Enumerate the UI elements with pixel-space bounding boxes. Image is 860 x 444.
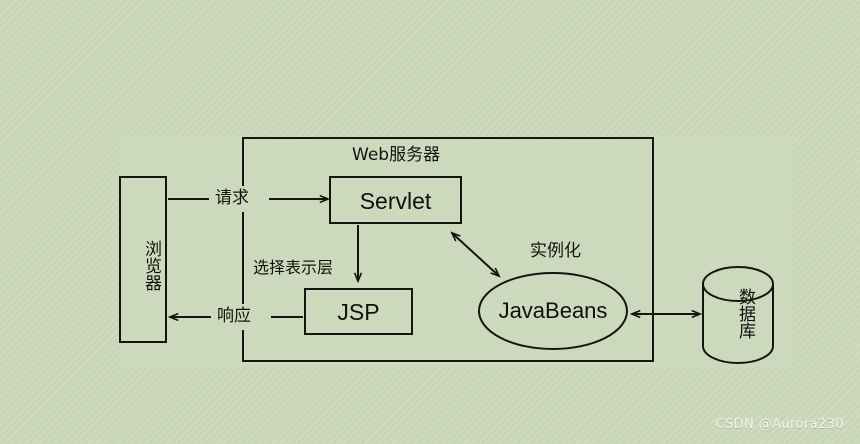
- browser-box[interactable]: [119, 176, 167, 343]
- database-cylinder[interactable]: [702, 266, 774, 364]
- servlet-label: Servlet: [359, 188, 432, 214]
- webserver-title: Web服务器: [352, 145, 441, 165]
- request-label-backdrop: [209, 186, 269, 212]
- javabeans-label: JavaBeans: [498, 298, 608, 323]
- response-label: 响应: [217, 306, 251, 326]
- webserver-container-outline: [242, 137, 654, 362]
- browser-label: 浏览器: [141, 240, 161, 291]
- request-label: 请求: [215, 188, 249, 208]
- servlet-box[interactable]: [329, 176, 462, 224]
- instantiate-label: 实例化: [530, 241, 581, 261]
- response-label-backdrop: [211, 304, 271, 330]
- jsp-box[interactable]: [304, 288, 413, 335]
- database-label: 数据库: [735, 288, 755, 339]
- watermark: CSDN @Aurora230: [715, 417, 844, 432]
- instantiate-arrow: [452, 233, 499, 276]
- jsp-label: JSP: [337, 299, 380, 325]
- select-view-label: 选择表示层: [253, 258, 334, 277]
- javabeans-ellipse[interactable]: [478, 272, 628, 350]
